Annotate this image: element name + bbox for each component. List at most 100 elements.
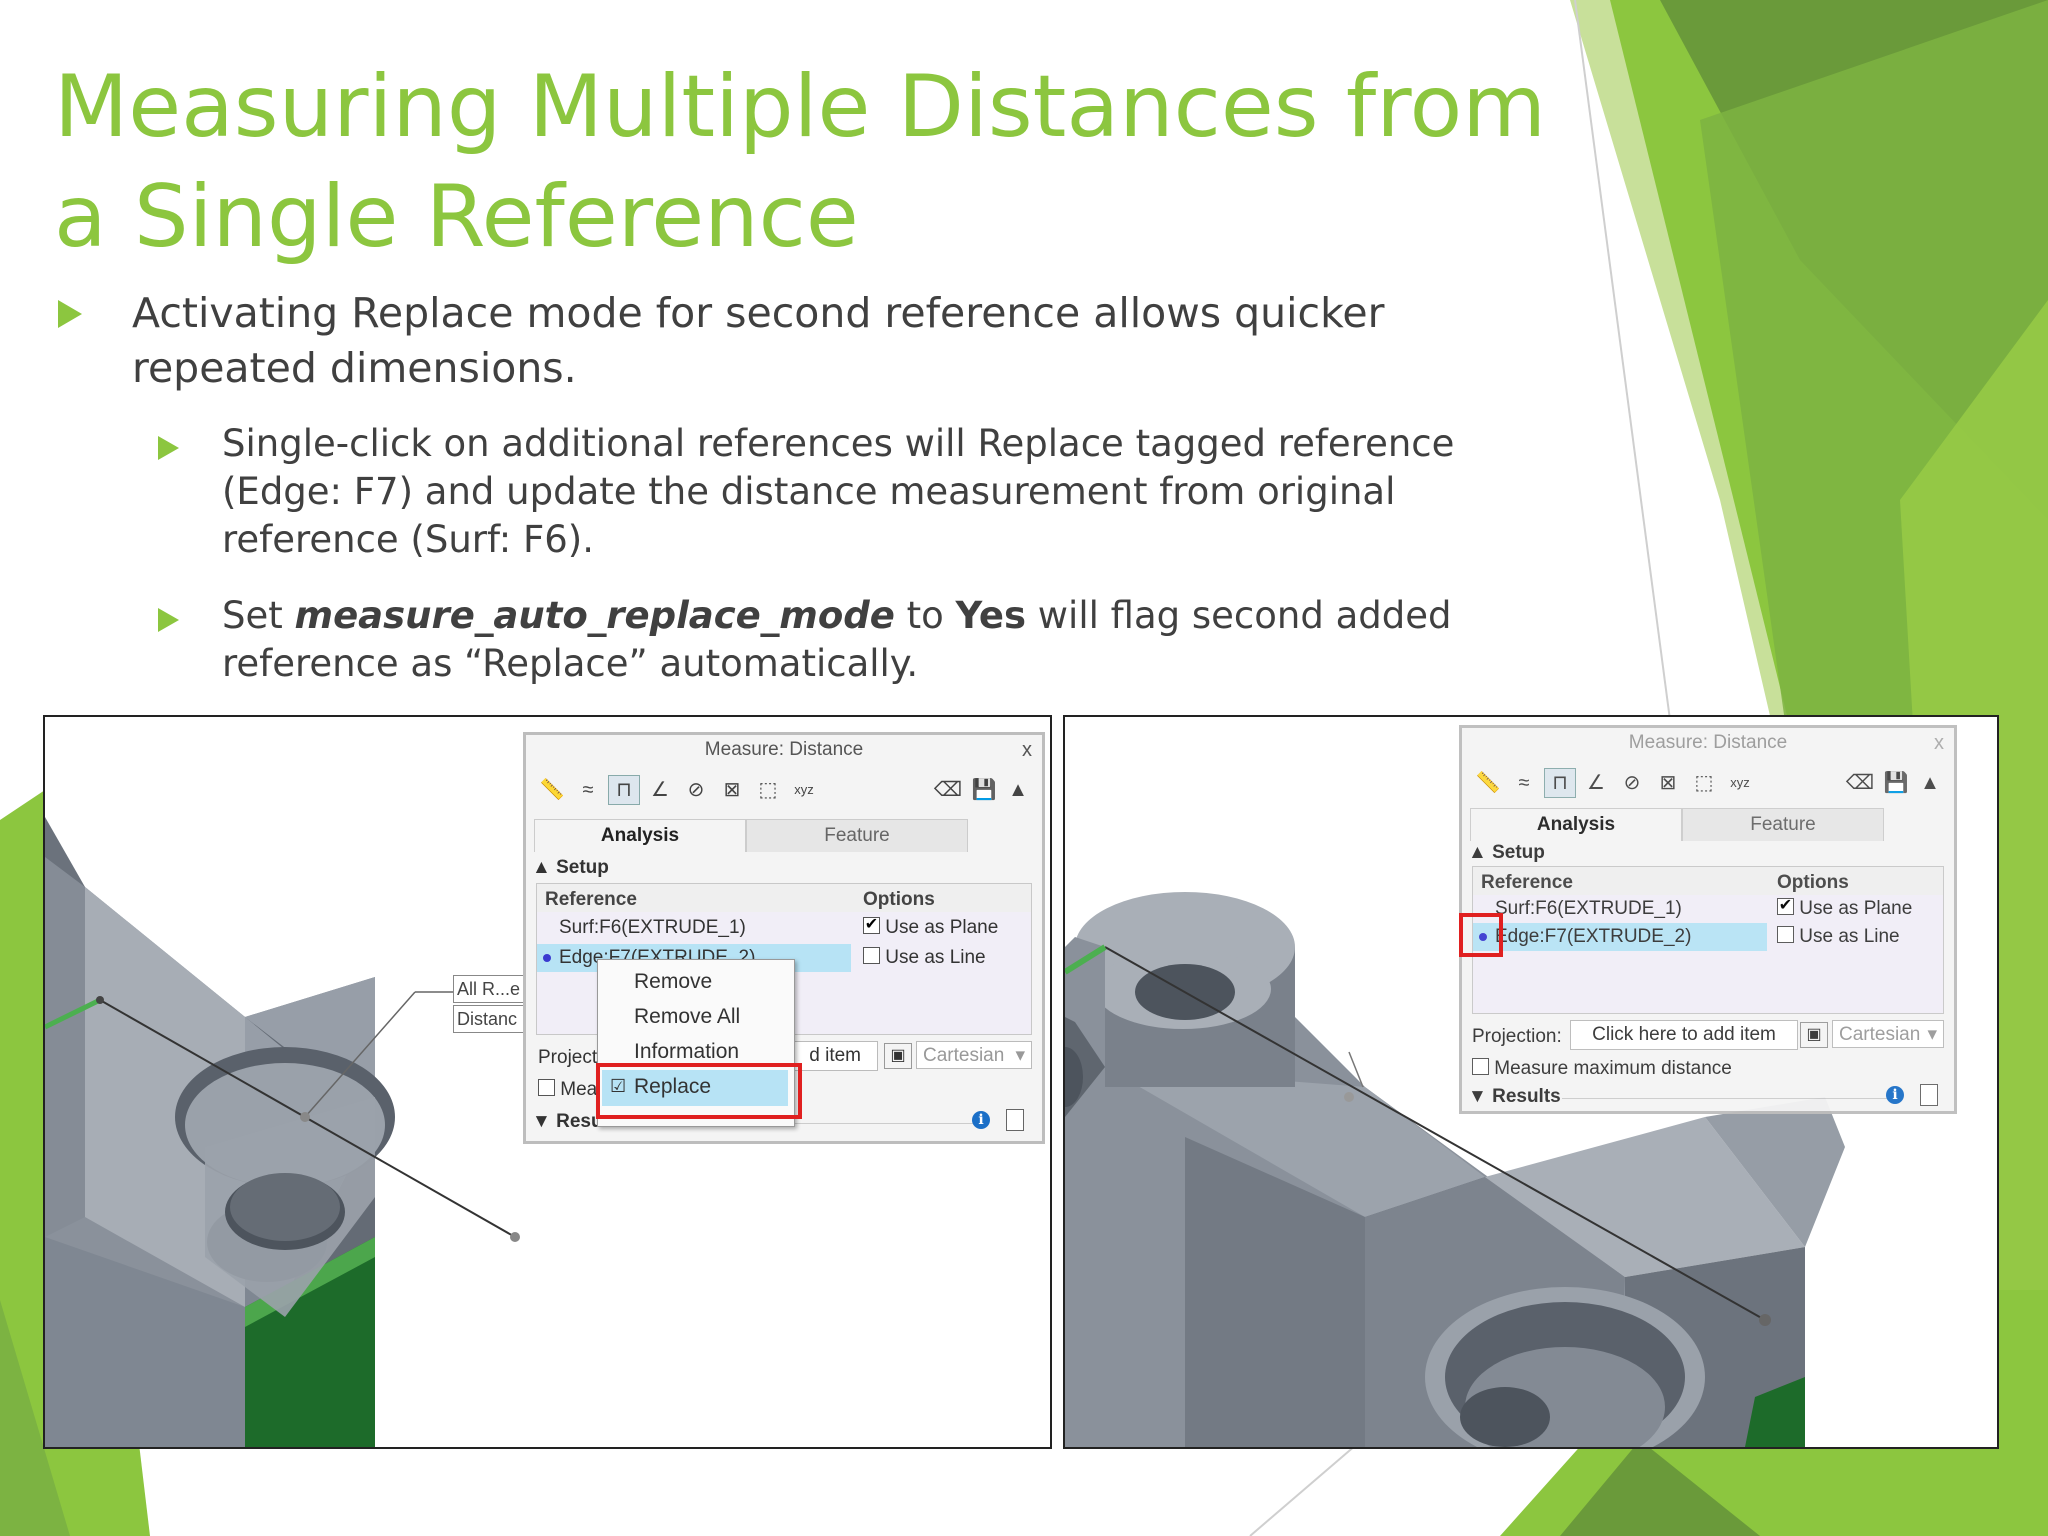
cartesian-value: Cartesian bbox=[1839, 1024, 1921, 1045]
config-option-name: measure_auto_replace_mode bbox=[294, 594, 895, 637]
row-ref: Edge:F7(EXTRUDE_2) bbox=[1495, 926, 1692, 947]
measure-max-checkbox[interactable] bbox=[538, 1079, 555, 1097]
context-menu: Remove Remove All Information ☑ Replace bbox=[597, 959, 795, 1127]
dialog-title: Measure: Distance bbox=[1628, 732, 1788, 753]
row-opt: Use as Line bbox=[885, 947, 986, 968]
length-icon[interactable]: 📏 bbox=[1475, 772, 1501, 794]
menu-item-remove[interactable]: Remove bbox=[634, 970, 713, 993]
volume-icon[interactable]: ⬚ bbox=[758, 779, 778, 801]
save-icon[interactable]: 💾 bbox=[1883, 772, 1909, 794]
config-option-value: Yes bbox=[955, 594, 1027, 637]
cartesian-dropdown[interactable]: Cartesian▾ bbox=[1832, 1020, 1944, 1048]
transform-icon[interactable]: xyz bbox=[794, 782, 814, 797]
bullet-3-pre: Set bbox=[222, 594, 295, 637]
reference-row[interactable]: Surf:F6(EXTRUDE_1) ✔ Use as Plane bbox=[1473, 895, 1943, 923]
results-section[interactable]: ▼ Results bbox=[1468, 1086, 1561, 1107]
measure-toolbar: 📏 ≈ ⊓ ∠ ⊘ ⊠ ⬚ xyz ⌫ 💾 ▲ bbox=[1468, 762, 1948, 802]
tab-feature[interactable]: Feature bbox=[746, 819, 968, 852]
collapse-icon[interactable]: ▲ bbox=[1920, 772, 1940, 794]
info-icon[interactable]: i bbox=[972, 1111, 990, 1129]
setup-label: Setup bbox=[556, 857, 609, 878]
left-screenshot: All R...e Distanc Measure: Distance x 📏 … bbox=[43, 715, 1052, 1449]
use-as-line-checkbox[interactable] bbox=[1777, 926, 1794, 944]
row-opt: Use as Line bbox=[1799, 926, 1900, 947]
bullet-arrow-icon bbox=[158, 436, 179, 460]
reference-row-selected[interactable]: Edge:F7(EXTRUDE_2) Use as Line bbox=[1473, 923, 1943, 951]
bullet-2: Single-click on additional references wi… bbox=[222, 422, 1455, 561]
title-line-2: a Single Reference bbox=[54, 167, 859, 267]
replace-check-icon: ☑ bbox=[610, 1076, 627, 1096]
measure-max-row[interactable]: Measure maximum distance bbox=[1472, 1058, 1732, 1080]
report-icon[interactable] bbox=[1920, 1084, 1938, 1106]
bullet-3-post: will flag second added reference as “Rep… bbox=[222, 594, 1452, 685]
right-screenshot: Measure: Distance x 📏 ≈ ⊓ ∠ ⊘ ⊠ ⬚ xyz ⌫ … bbox=[1063, 715, 1999, 1449]
distance-icon[interactable]: ⊓ bbox=[1544, 768, 1576, 798]
measure-max-row[interactable]: Mea bbox=[538, 1079, 597, 1101]
use-as-plane-checkbox[interactable]: ✔ bbox=[1777, 897, 1794, 916]
menu-item-label: Replace bbox=[634, 1075, 712, 1098]
results-label: Results bbox=[1492, 1086, 1561, 1107]
row-opt: Use as Plane bbox=[885, 917, 999, 938]
angle-icon[interactable]: ∠ bbox=[651, 779, 669, 801]
menu-item-remove-all[interactable]: Remove All bbox=[634, 1005, 741, 1028]
row-ref: Surf:F6(EXTRUDE_1) bbox=[1495, 898, 1682, 919]
menu-item-information[interactable]: Information bbox=[634, 1040, 740, 1063]
tab-feature[interactable]: Feature bbox=[1682, 808, 1884, 841]
close-icon[interactable]: x bbox=[1934, 732, 1944, 754]
area-icon[interactable]: ⊠ bbox=[723, 779, 741, 801]
model-label-all-refs: All R...e bbox=[453, 975, 525, 1003]
diameter-icon[interactable]: ⊘ bbox=[1623, 772, 1641, 794]
reference-row[interactable]: Surf:F6(EXTRUDE_1) ✔ Use as Plane bbox=[537, 914, 1031, 942]
tab-analysis[interactable]: Analysis bbox=[1470, 808, 1682, 841]
use-as-plane-checkbox[interactable]: ✔ bbox=[863, 916, 880, 935]
measure-max-label: Mea bbox=[560, 1079, 598, 1100]
setup-section[interactable]: ▲ Setup bbox=[1468, 842, 1545, 863]
right-3d-model bbox=[1065, 892, 1845, 1447]
title-line-1: Measuring Multiple Distances from bbox=[54, 57, 1547, 157]
distance-icon[interactable]: ⊓ bbox=[608, 775, 640, 805]
report-icon[interactable] bbox=[1006, 1109, 1024, 1131]
bullet-3: Set measure_auto_replace_mode to Yes wil… bbox=[222, 592, 1462, 688]
bullet-arrow-icon bbox=[158, 608, 179, 632]
left-3d-model bbox=[45, 817, 520, 1447]
projection-value: d item bbox=[809, 1045, 861, 1066]
setup-section[interactable]: ▲ Setup bbox=[532, 857, 609, 878]
eraser-icon[interactable]: ⌫ bbox=[1845, 772, 1875, 794]
tab-analysis[interactable]: Analysis bbox=[534, 819, 746, 852]
diameter-icon[interactable]: ⊘ bbox=[687, 779, 705, 801]
use-as-line-checkbox[interactable] bbox=[863, 947, 880, 965]
length-icon[interactable]: 📏 bbox=[539, 779, 565, 801]
selected-dot-icon bbox=[543, 954, 551, 962]
collapse-icon[interactable]: ▲ bbox=[1008, 779, 1028, 801]
slide-title: Measuring Multiple Distances from a Sing… bbox=[54, 52, 1554, 272]
row-opt: Use as Plane bbox=[1799, 898, 1913, 919]
menu-item-replace[interactable]: ☑ Replace bbox=[602, 1070, 788, 1106]
highlight-replace bbox=[596, 1063, 802, 1119]
eraser-icon[interactable]: ⌫ bbox=[933, 779, 963, 801]
info-icon[interactable]: i bbox=[1886, 1086, 1904, 1104]
screen-icon[interactable]: ▣ bbox=[1800, 1022, 1828, 1048]
area-icon[interactable]: ⊠ bbox=[1659, 772, 1677, 794]
close-icon[interactable]: x bbox=[1022, 739, 1032, 761]
bullet-1: Activating Replace mode for second refer… bbox=[132, 289, 1385, 392]
cartesian-dropdown[interactable]: Cartesian▾ bbox=[916, 1041, 1032, 1069]
setup-label: Setup bbox=[1492, 842, 1545, 863]
transform-icon[interactable]: xyz bbox=[1730, 775, 1750, 790]
model-label-distance: Distanc bbox=[453, 1005, 525, 1033]
measure-toolbar: 📏 ≈ ⊓ ∠ ⊘ ⊠ ⬚ xyz ⌫ 💾 ▲ bbox=[532, 769, 1036, 809]
projection-field[interactable]: Click here to add item bbox=[1570, 1020, 1798, 1050]
volume-icon[interactable]: ⬚ bbox=[1694, 772, 1714, 794]
col-reference: Reference bbox=[545, 889, 637, 910]
curve-length-icon[interactable]: ≈ bbox=[582, 779, 594, 801]
angle-icon[interactable]: ∠ bbox=[1587, 772, 1605, 794]
dialog-title: Measure: Distance bbox=[704, 739, 864, 760]
save-icon[interactable]: 💾 bbox=[971, 779, 997, 801]
col-reference: Reference bbox=[1481, 872, 1573, 893]
curve-length-icon[interactable]: ≈ bbox=[1518, 772, 1530, 794]
measure-max-label: Measure maximum distance bbox=[1494, 1058, 1732, 1079]
col-options: Options bbox=[1777, 872, 1849, 893]
projection-value: Click here to add item bbox=[1592, 1024, 1776, 1045]
measure-max-checkbox[interactable] bbox=[1472, 1058, 1489, 1076]
screen-icon[interactable]: ▣ bbox=[884, 1043, 912, 1069]
highlight-selected-dot bbox=[1459, 913, 1503, 957]
